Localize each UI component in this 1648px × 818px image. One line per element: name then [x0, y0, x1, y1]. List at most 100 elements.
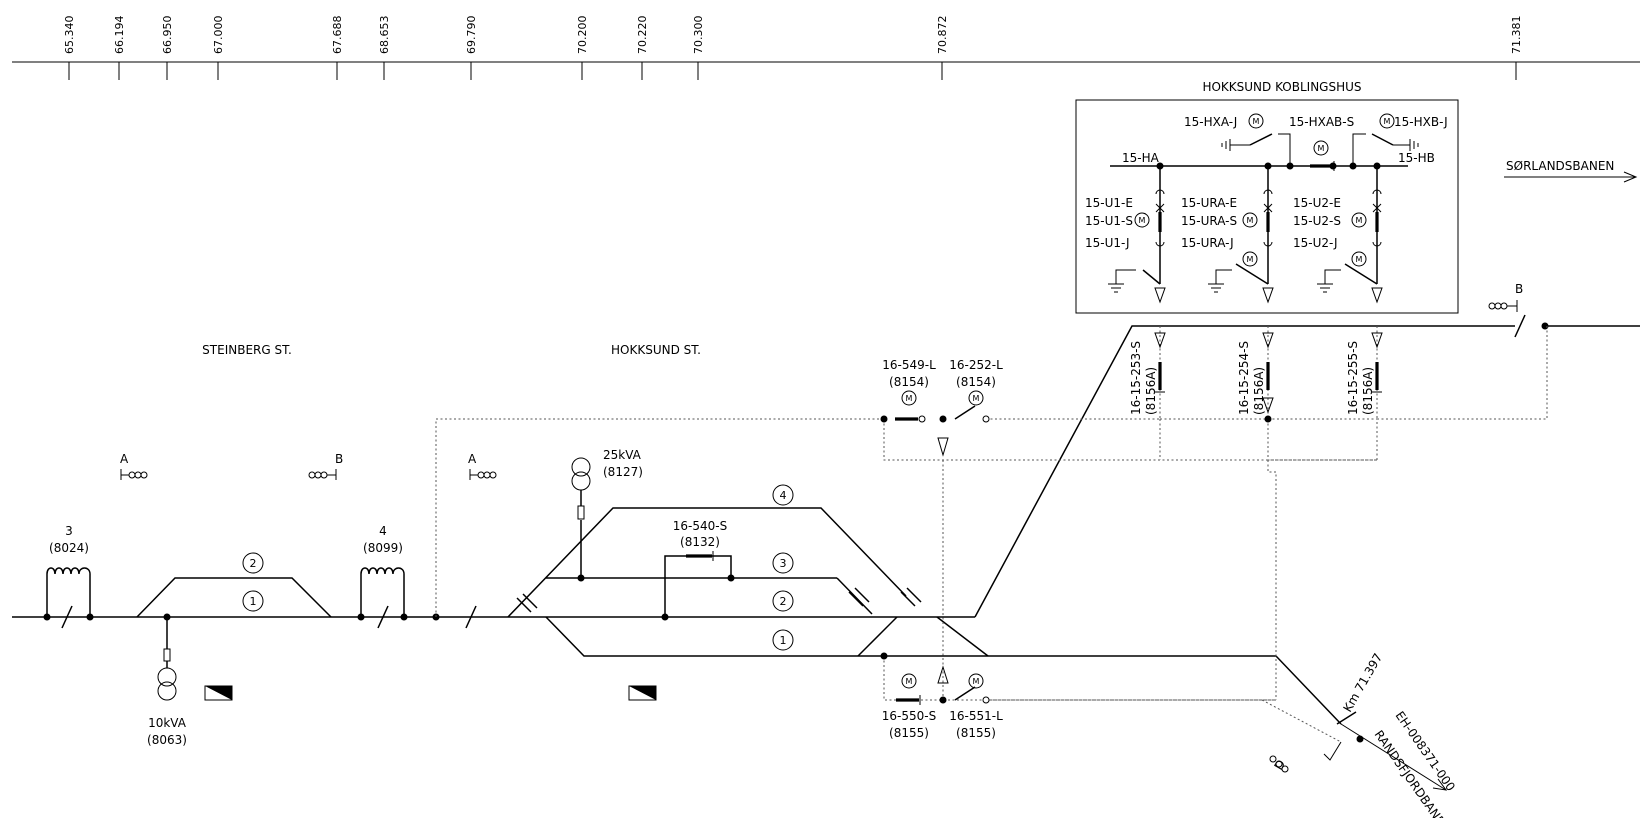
svg-text:15-HB: 15-HB — [1398, 151, 1435, 165]
switch-16-252-l: M 16-252-L (8154) — [937, 358, 1003, 684]
km-scale: 65.340 66.194 66.950 67.000 67.688 68.65… — [12, 16, 1640, 80]
svg-text:M: M — [906, 394, 913, 403]
svg-text:15-U2-S: 15-U2-S — [1293, 214, 1341, 228]
coil-4: 4 (8099) — [360, 524, 405, 617]
svg-text:16-540-S: 16-540-S — [673, 519, 727, 533]
km-marker: 71.381 — [1510, 16, 1523, 55]
svg-text:EH-008371-000: EH-008371-000 — [1393, 709, 1458, 794]
switch-16-15-253-s: 16-15-253-S (8156A) — [1129, 332, 1166, 415]
svg-text:15-URA-E: 15-URA-E — [1181, 196, 1237, 210]
switch-16-15-255-s: 16-15-255-S (8156A) — [1346, 332, 1383, 415]
switch-16-540-s: 16-540-S (8132) — [664, 519, 735, 617]
flag-icon — [204, 685, 233, 701]
svg-text:3: 3 — [65, 524, 73, 538]
station-name-hokksund: HOKKSUND ST. — [611, 343, 701, 357]
station-name-steinberg: STEINBERG ST. — [202, 343, 292, 357]
svg-text:(8063): (8063) — [147, 733, 187, 747]
svg-text:(8155): (8155) — [956, 726, 996, 740]
svg-text:A: A — [120, 452, 129, 466]
km-marker: 70.220 — [636, 16, 649, 55]
svg-text:15-U2-J: 15-U2-J — [1293, 236, 1338, 250]
km-marker: 67.000 — [212, 16, 225, 55]
direction-randsfjordbanen: Km 71.397 EH-008371-000 RANDSFJORDBANEN … — [1269, 651, 1458, 818]
svg-text:15-URA-S: 15-URA-S — [1181, 214, 1237, 228]
km-marker: 70.872 — [936, 16, 949, 55]
svg-text:(8154): (8154) — [889, 375, 929, 389]
svg-text:16-15-255-S: 16-15-255-S — [1346, 341, 1360, 415]
svg-text:D: D — [1271, 757, 1288, 772]
section-marker-hokksund-a: A — [468, 452, 497, 480]
svg-text:M: M — [1247, 255, 1254, 264]
transformer-10kva: 10kVA (8063) — [147, 617, 187, 747]
coil-3: 3 (8024) — [46, 524, 91, 617]
main-track — [12, 605, 975, 629]
svg-text:15-U1-J: 15-U1-J — [1085, 236, 1130, 250]
svg-text:Km 71.397: Km 71.397 — [1340, 651, 1385, 715]
svg-text:16-549-L: 16-549-L — [882, 358, 936, 372]
steinberg-track-2: 2 1 — [136, 552, 332, 618]
track-number: 2 — [780, 595, 787, 608]
section-marker-hokksund-b: B — [1488, 282, 1523, 312]
svg-text:M: M — [973, 677, 980, 686]
koblingshus: HOKKSUND KOBLINGSHUS 15-HA 15-HB M 15-HX… — [1075, 80, 1459, 314]
svg-text:(8156A): (8156A) — [1252, 367, 1266, 415]
km-marker: 65.340 — [63, 16, 76, 55]
track-number: 1 — [780, 634, 787, 647]
svg-text:M: M — [1356, 255, 1363, 264]
svg-text:16-15-254-S: 16-15-254-S — [1237, 341, 1251, 415]
switch-16-551-l: M 16-551-L (8155) — [939, 673, 1003, 740]
svg-text:M: M — [1139, 216, 1146, 225]
svg-text:B: B — [335, 452, 343, 466]
svg-text:16-252-L: 16-252-L — [949, 358, 1003, 372]
km-marker: 66.194 — [113, 16, 126, 55]
svg-text:(8127): (8127) — [603, 465, 643, 479]
switch-16-549-l: M 16-549-L (8154) — [880, 358, 936, 423]
svg-text:10kVA: 10kVA — [148, 716, 187, 730]
svg-text:4: 4 — [379, 524, 387, 538]
switch-16-550-s: M 16-550-S (8155) — [880, 652, 936, 740]
svg-text:15-HXA-J: 15-HXA-J — [1184, 115, 1237, 129]
svg-text:(8132): (8132) — [680, 535, 720, 549]
svg-text:15-URA-J: 15-URA-J — [1181, 236, 1234, 250]
svg-text:15-HXAB-S: 15-HXAB-S — [1289, 115, 1354, 129]
svg-text:(8156A): (8156A) — [1144, 367, 1158, 415]
svg-text:(8154): (8154) — [956, 375, 996, 389]
switch-16-15-254-s: 16-15-254-S (8156A) — [1237, 332, 1274, 423]
svg-text:SØRLANDSBANEN: SØRLANDSBANEN — [1506, 159, 1614, 173]
section-marker-steinberg-a: A — [120, 452, 148, 480]
svg-text:(8099): (8099) — [363, 541, 403, 555]
section-marker-steinberg-b: B — [308, 452, 343, 480]
svg-text:A: A — [468, 452, 477, 466]
km-marker: 70.200 — [576, 16, 589, 55]
km-marker: 70.300 — [692, 16, 705, 55]
koblingshus-box — [1075, 99, 1459, 314]
svg-text:15-U2-E: 15-U2-E — [1293, 196, 1341, 210]
svg-text:16-550-S: 16-550-S — [882, 709, 936, 723]
direction-sorlandsbanen: SØRLANDSBANEN — [1504, 159, 1638, 183]
track-number: 1 — [250, 595, 257, 608]
km-marker: 67.688 — [331, 16, 344, 55]
svg-text:16-551-L: 16-551-L — [949, 709, 1003, 723]
transformer-25kva: 25kVA (8127) — [571, 448, 643, 582]
track-number: 2 — [250, 557, 257, 570]
flag-icon — [628, 685, 657, 701]
svg-text:16-15-253-S: 16-15-253-S — [1129, 341, 1143, 415]
svg-text:M: M — [973, 394, 980, 403]
svg-text:M: M — [906, 677, 913, 686]
km-marker: 68.653 — [378, 16, 391, 55]
track-number: 3 — [780, 557, 787, 570]
svg-text:M: M — [1247, 216, 1254, 225]
svg-text:25kVA: 25kVA — [603, 448, 642, 462]
svg-text:M: M — [1253, 117, 1260, 126]
svg-text:M: M — [1356, 216, 1363, 225]
svg-text:15-HXB-J: 15-HXB-J — [1394, 115, 1448, 129]
svg-text:M: M — [1318, 144, 1325, 153]
km-marker: 69.790 — [465, 16, 478, 55]
svg-text:15-U1-S: 15-U1-S — [1085, 214, 1133, 228]
track-number: 4 — [780, 489, 787, 502]
svg-text:B: B — [1515, 282, 1523, 296]
koblingshus-title: HOKKSUND KOBLINGSHUS — [1202, 80, 1361, 94]
svg-text:(8156A): (8156A) — [1361, 367, 1375, 415]
svg-text:M: M — [1384, 117, 1391, 126]
